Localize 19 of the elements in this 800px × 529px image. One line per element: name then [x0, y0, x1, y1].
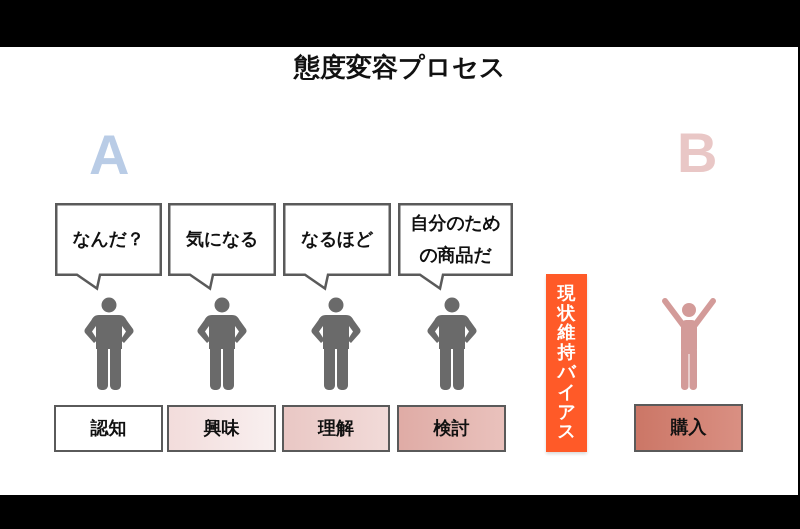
stage-box — [54, 405, 163, 452]
stage-letter: B — [677, 125, 718, 181]
stage-label: 認知 — [90, 418, 126, 440]
bubble-text: なるほど — [301, 228, 373, 252]
bubble-text: 気になる — [186, 228, 258, 252]
stage-label: 理解 — [318, 418, 354, 440]
stage-box — [282, 405, 390, 452]
stage-box — [397, 405, 506, 452]
title: 態度変容プロセス — [292, 52, 507, 84]
stage-box — [167, 405, 276, 452]
stage-label: 興味 — [204, 418, 240, 440]
stage-label: 購入 — [670, 417, 706, 439]
bubble-text: なんだ？ — [72, 228, 144, 252]
stage-box — [634, 404, 743, 452]
band-label: 現状維持バイアス — [558, 284, 576, 442]
bias-band — [546, 274, 587, 452]
stage-letter: A — [89, 127, 130, 183]
stage-label: 検討 — [434, 418, 470, 440]
bubble-text: 自分のための商品だ — [410, 212, 502, 268]
